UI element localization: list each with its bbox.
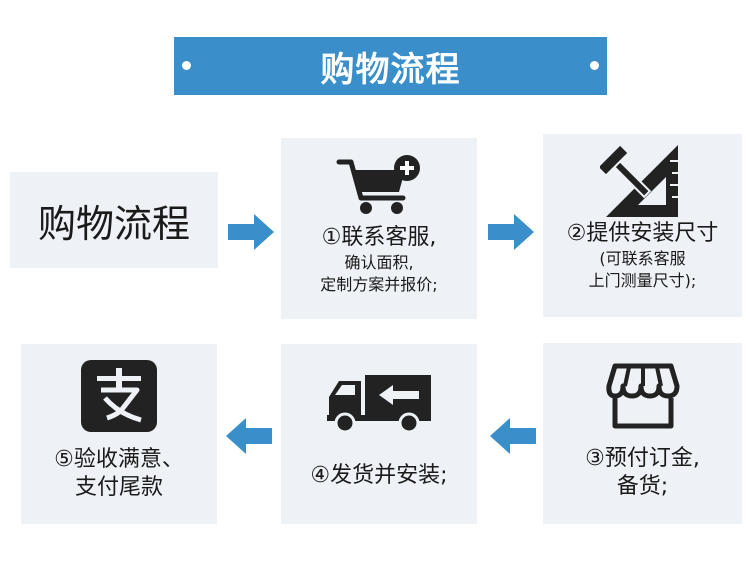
step-1-title: ①联系客服, xyxy=(321,225,437,250)
ruler-hammer-icon xyxy=(593,140,693,220)
flow-start-card: 购物流程 xyxy=(10,172,218,268)
flow-start-label: 购物流程 xyxy=(37,201,190,246)
step-card-1: ①联系客服, 确认面积, 定制方案并报价; xyxy=(281,138,477,319)
step-5-title: ⑤验收满意、 xyxy=(54,447,184,472)
step-card-3: ③预付订金, 备货; xyxy=(543,343,742,524)
step-card-2: ②提供安装尺寸 (可联系客服 上门测量尺寸); xyxy=(543,134,742,317)
step-3-title: ③预付订金, xyxy=(585,446,700,471)
page-title: 购物流程 xyxy=(320,49,461,90)
arrow-left-icon xyxy=(490,418,536,454)
step-card-5: ⑤验收满意、 支付尾款 xyxy=(21,344,217,524)
delivery-truck-icon xyxy=(319,362,439,442)
arrow-left-icon xyxy=(226,418,272,454)
step-2-line-1: (可联系客服 xyxy=(599,249,686,268)
alipay-icon xyxy=(69,356,169,436)
step-1-line-2: 定制方案并报价; xyxy=(320,275,438,294)
step-2-line-2: 上门测量尺寸); xyxy=(588,271,697,290)
step-5-line-1: 支付尾款 xyxy=(74,475,163,500)
banner-dot-right xyxy=(590,61,599,70)
arrow-right-icon xyxy=(488,214,534,250)
step-4-title: ④发货并安装; xyxy=(310,463,448,488)
step-2-title: ②提供安装尺寸 xyxy=(566,221,719,246)
shop-awning-icon xyxy=(593,357,693,437)
step-card-4: ④发货并安装; xyxy=(281,344,477,524)
header-banner: 购物流程 xyxy=(174,37,607,95)
step-3-line-1: 备货; xyxy=(616,474,669,499)
step-1-line-1: 确认面积, xyxy=(344,253,414,272)
arrow-right-icon xyxy=(228,214,274,250)
shopping-cart-add-icon xyxy=(329,144,429,224)
banner-dot-left xyxy=(182,61,191,70)
